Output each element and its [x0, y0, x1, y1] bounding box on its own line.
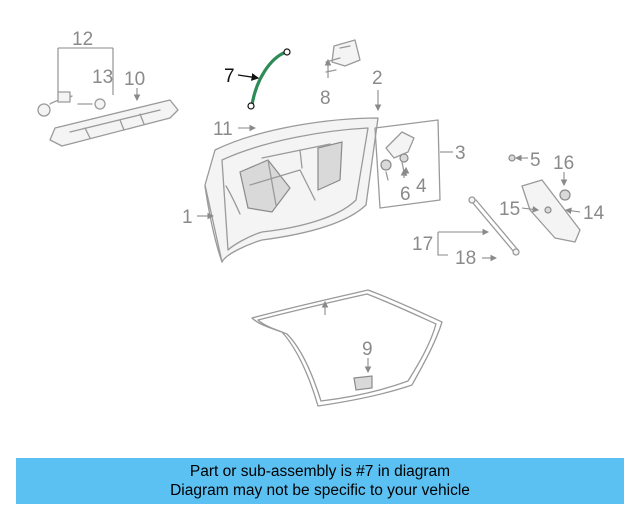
callout-9: 9 — [362, 339, 373, 360]
callout-13: 13 — [92, 67, 113, 88]
info-banner: Part or sub-assembly is #7 in diagram Di… — [16, 458, 624, 504]
hinge-assembly — [374, 119, 441, 209]
callout-6: 6 — [400, 184, 411, 205]
callout-1: 1 — [182, 207, 193, 228]
callout-4: 4 — [416, 176, 427, 197]
callout-18: 18 — [455, 248, 476, 269]
weatherstrip — [251, 289, 443, 407]
callout-8: 8 — [320, 88, 331, 109]
callout-3: 3 — [455, 143, 466, 164]
banner-line-1: Part or sub-assembly is #7 in diagram — [189, 463, 451, 480]
trunk-lid — [204, 117, 379, 263]
callout-10: 10 — [124, 69, 145, 90]
lock-cylinder-assembly — [37, 91, 179, 147]
callout-17: 17 — [412, 234, 433, 255]
callout-11: 11 — [213, 119, 233, 140]
callout-16: 16 — [553, 153, 574, 174]
callout-14: 14 — [583, 203, 605, 224]
callout-12: 12 — [72, 29, 93, 50]
callout-5: 5 — [530, 150, 541, 171]
callout-7: 7 — [224, 66, 235, 87]
striker-bracket — [325, 39, 361, 73]
callout-2: 2 — [372, 68, 383, 89]
leader-lines — [57, 47, 581, 374]
parts-diagram: 1 2 3 4 5 6 7 8 9 10 11 12 13 14 15 16 1… — [37, 29, 605, 407]
release-cable-part-7 — [247, 48, 291, 110]
callout-15: 15 — [499, 199, 520, 220]
banner-line-2: Diagram may not be specific to your vehi… — [170, 482, 470, 499]
side-bracket — [508, 154, 581, 243]
